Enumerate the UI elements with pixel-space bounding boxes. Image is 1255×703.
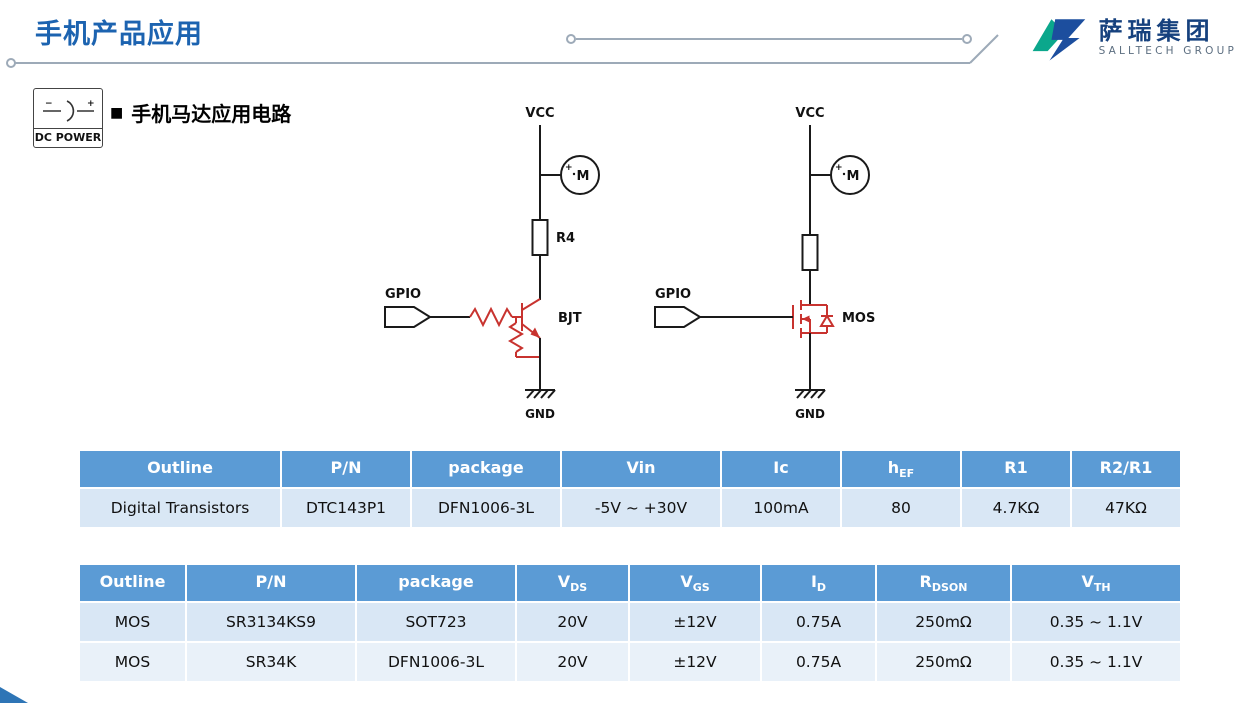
- data-cell: DFN1006-3L: [355, 641, 517, 683]
- header-cell: Vin: [560, 449, 722, 489]
- logo-mark-icon: [1032, 19, 1085, 61]
- section-subtitle-text: 手机马达应用电路: [131, 102, 292, 126]
- data-cell: 0.35 ~ 1.1V: [1010, 641, 1182, 683]
- mosfet-symbol: [792, 300, 835, 338]
- header-cell: ID: [760, 563, 877, 603]
- header-cell: VDS: [515, 563, 630, 603]
- table-row: MOS SR3134KS9 SOT723 20V ±12V 0.75A 250m…: [78, 601, 1182, 643]
- logo-text: 萨瑞集团 SALLTECH GROUP: [1099, 18, 1237, 58]
- gpio-pin-symbol: [654, 306, 702, 328]
- header-decoration-lines: [6, 34, 999, 68]
- gpio-label: GPIO: [655, 287, 691, 302]
- logo-name-en: SALLTECH GROUP: [1098, 45, 1237, 58]
- data-cell: 20V: [515, 641, 630, 683]
- page-title: 手机产品应用: [35, 19, 203, 50]
- base-resistor: [469, 306, 513, 328]
- data-cell: 0.75A: [760, 641, 877, 683]
- table-row: MOS SR34K DFN1006-3L 20V ±12V 0.75A 250m…: [78, 641, 1182, 683]
- header-cell: VGS: [628, 563, 762, 603]
- data-cell: 100mA: [720, 487, 842, 529]
- header-cell: Outline: [78, 449, 282, 489]
- header-cell: Ic: [720, 449, 842, 489]
- bjt-label: BJT: [558, 311, 582, 326]
- gnd-label: GND: [525, 407, 555, 421]
- ground-symbol: [525, 389, 556, 399]
- data-cell: SOT723: [355, 601, 517, 643]
- series-resistor: [801, 234, 819, 271]
- data-cell: 4.7KΩ: [960, 487, 1072, 529]
- svg-text:−: −: [45, 99, 53, 109]
- data-cell: 250mΩ: [875, 641, 1012, 683]
- transistor-spec-table: Outline P/N package Vin Ic hEF R1 R2/R1 …: [78, 449, 1182, 529]
- data-cell: SR34K: [185, 641, 357, 683]
- mos-label: MOS: [842, 311, 875, 326]
- dc-power-icon: − +: [34, 89, 102, 128]
- svg-text:M: M: [847, 169, 860, 184]
- square-bullet-icon: ■: [110, 104, 124, 121]
- data-cell: MOS: [78, 641, 187, 683]
- vcc-label: VCC: [795, 106, 824, 121]
- data-cell: 47KΩ: [1070, 487, 1182, 529]
- data-cell: ±12V: [628, 641, 762, 683]
- data-cell: MOS: [78, 601, 187, 643]
- header-cell: P/N: [185, 563, 357, 603]
- mos-spec-table: Outline P/N package VDS VGS ID RDSON VTH…: [78, 563, 1182, 683]
- header-cell: VTH: [1010, 563, 1182, 603]
- header-cell: Outline: [78, 563, 187, 603]
- header-cell: package: [410, 449, 562, 489]
- header-cell: R1: [960, 449, 1072, 489]
- bjt-circuit: VCC + M R4 BJT: [384, 106, 600, 421]
- mos-circuit: VCC + M: [654, 106, 875, 421]
- company-logo: 萨瑞集团 SALLTECH GROUP: [1027, 12, 1237, 64]
- header-cell: hEF: [840, 449, 962, 489]
- data-cell: 20V: [515, 601, 630, 643]
- table-header-row: Outline P/N package VDS VGS ID RDSON VTH: [78, 563, 1182, 603]
- motor-symbol: + M: [830, 155, 870, 195]
- gnd-label: GND: [795, 407, 825, 421]
- data-cell: 250mΩ: [875, 601, 1012, 643]
- data-cell: DFN1006-3L: [410, 487, 562, 529]
- svg-text:M: M: [577, 169, 590, 184]
- gpio-label: GPIO: [385, 287, 421, 302]
- data-cell: -5V ~ +30V: [560, 487, 722, 529]
- data-cell: 0.35 ~ 1.1V: [1010, 601, 1182, 643]
- circuit-diagram: VCC + M R4 BJT: [384, 106, 875, 421]
- data-cell: DTC143P1: [280, 487, 412, 529]
- data-cell: SR3134KS9: [185, 601, 357, 643]
- base-emitter-resistor: [508, 317, 540, 358]
- ground-symbol: [795, 389, 826, 399]
- header-cell: package: [355, 563, 517, 603]
- header-cell: P/N: [280, 449, 412, 489]
- section-subtitle: ■ 手机马达应用电路: [110, 98, 291, 127]
- header-cell: RDSON: [875, 563, 1012, 603]
- data-cell: ±12V: [628, 601, 762, 643]
- resistor-r4: [531, 219, 549, 256]
- data-cell: 80: [840, 487, 962, 529]
- logo-name-cn: 萨瑞集团: [1098, 17, 1215, 46]
- data-cell: 0.75A: [760, 601, 877, 643]
- svg-text:+: +: [565, 163, 573, 173]
- svg-text:+: +: [87, 99, 95, 109]
- dc-power-label: DC POWER: [34, 128, 102, 147]
- bjt-symbol: [521, 298, 541, 339]
- svg-text:+: +: [835, 163, 843, 173]
- table-row: Digital Transistors DTC143P1 DFN1006-3L …: [78, 487, 1182, 529]
- header-cell: R2/R1: [1070, 449, 1182, 489]
- vcc-label: VCC: [525, 106, 554, 121]
- table-header-row: Outline P/N package Vin Ic hEF R1 R2/R1: [78, 449, 1182, 489]
- gpio-pin-symbol: [384, 306, 432, 328]
- data-cell: Digital Transistors: [78, 487, 282, 529]
- motor-symbol: + M: [560, 155, 600, 195]
- resistor-r4-label: R4: [556, 231, 575, 246]
- dc-power-badge: − + DC POWER: [33, 88, 103, 148]
- corner-accent: [0, 687, 28, 703]
